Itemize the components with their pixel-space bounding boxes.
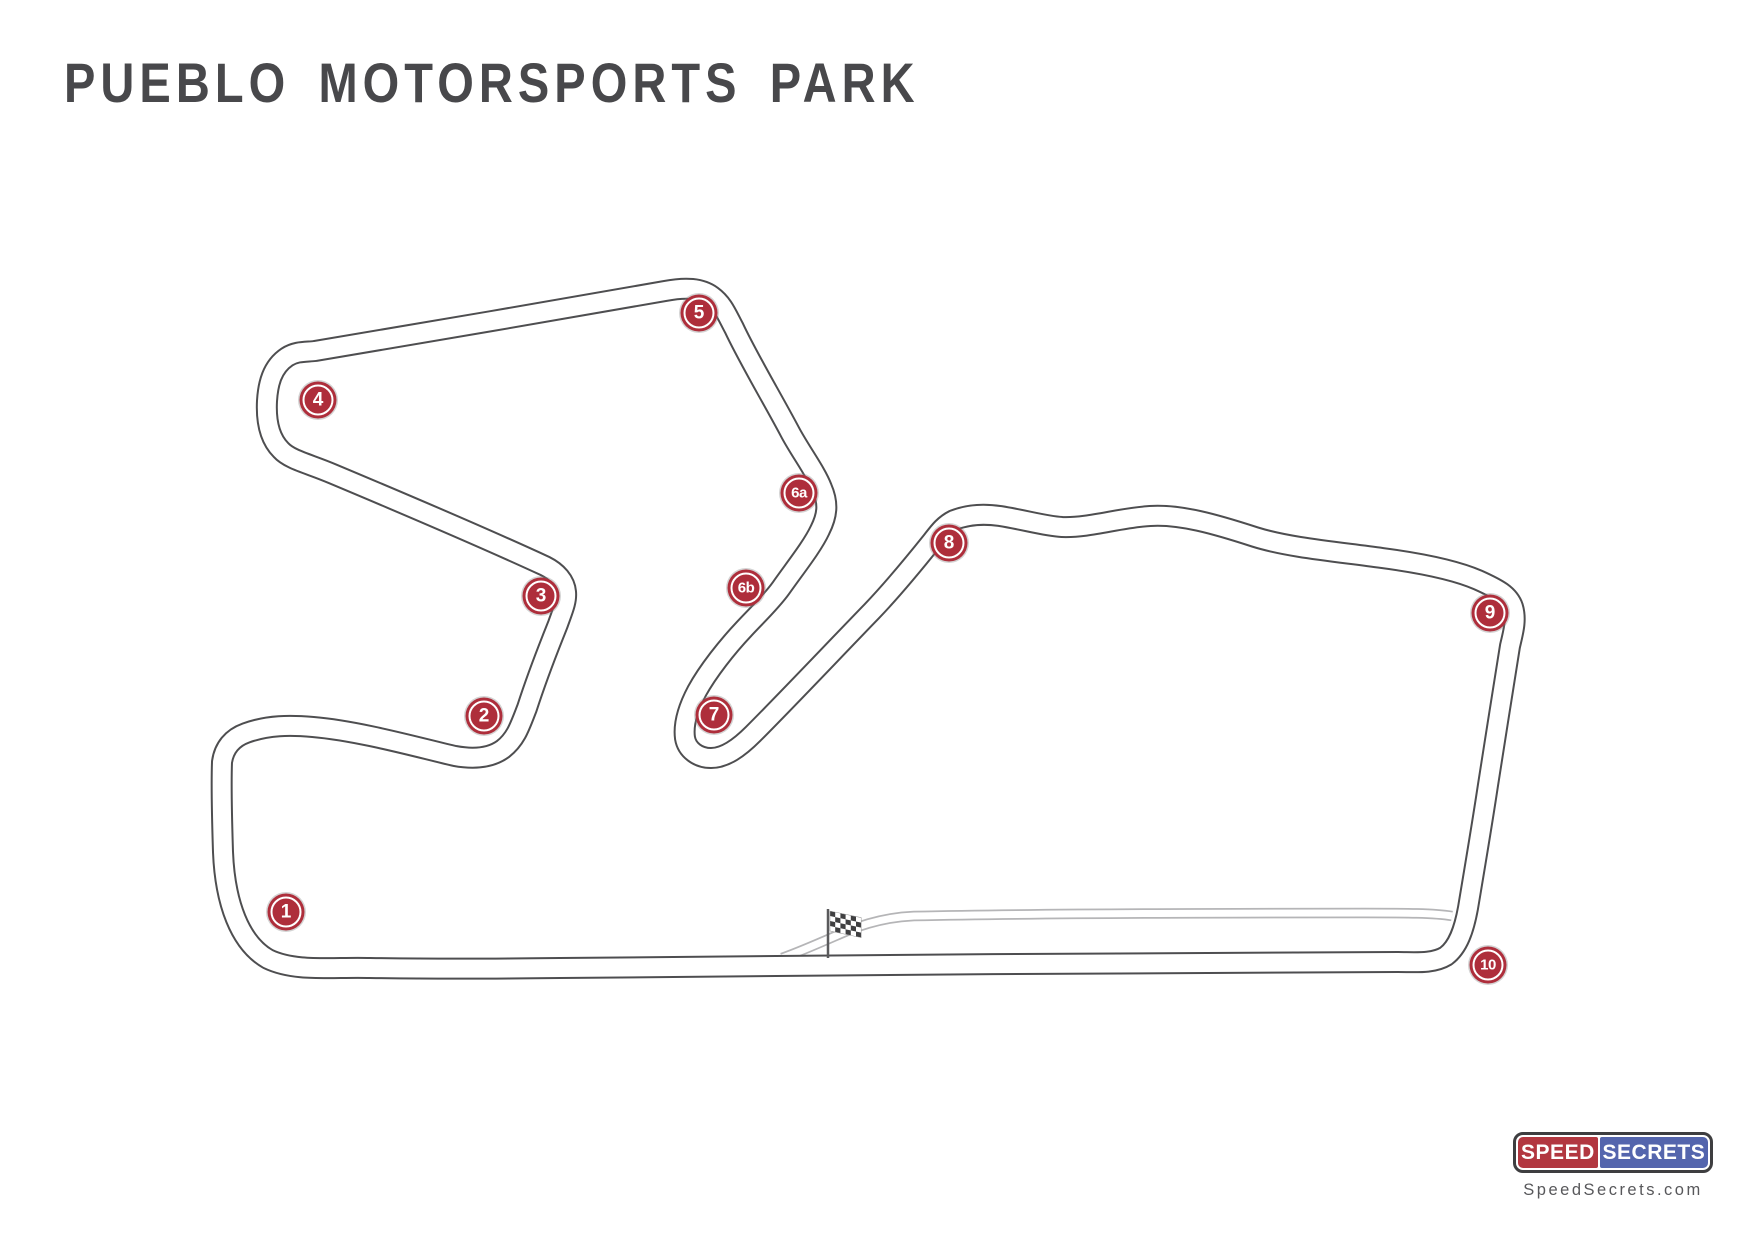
turn-marker-2: 2 — [468, 700, 500, 732]
turn-marker-7: 7 — [698, 699, 730, 731]
logo-speed-panel: SPEED — [1518, 1137, 1598, 1168]
speed-secrets-logo: SPEED SECRETS — [1513, 1132, 1713, 1173]
track-surface — [212, 279, 1524, 978]
turn-marker-label: 6b — [737, 579, 755, 597]
turn-marker-8: 8 — [933, 527, 965, 559]
turn-marker-5: 5 — [683, 297, 715, 329]
turn-marker-label: 1 — [280, 901, 292, 923]
turn-marker-10: 10 — [1472, 949, 1504, 981]
turn-marker-6b: 6b — [730, 572, 762, 604]
turn-marker-6a: 6a — [783, 477, 815, 509]
turn-marker-label: 6a — [791, 484, 807, 502]
page-title: PUEBLO MOTORSPORTS PARK — [64, 51, 920, 114]
turn-marker-1: 1 — [270, 896, 302, 928]
logo-secrets-panel: SECRETS — [1599, 1137, 1708, 1168]
track-outline — [210, 277, 1526, 980]
turn-marker-3: 3 — [525, 580, 557, 612]
start-finish-flag — [826, 909, 862, 958]
turn-marker-label: 4 — [312, 389, 324, 411]
turn-marker-label: 5 — [693, 302, 705, 324]
turn-marker-label: 9 — [1484, 602, 1496, 624]
turn-marker-label: 7 — [708, 704, 720, 726]
turn-marker-label: 10 — [1480, 956, 1496, 974]
flag-checker — [829, 910, 862, 938]
turn-marker-label: 2 — [478, 705, 490, 727]
turn-marker-9: 9 — [1474, 597, 1506, 629]
turn-marker-label: 3 — [535, 585, 547, 607]
turn-marker-4: 4 — [302, 384, 334, 416]
turn-marker-label: 8 — [943, 532, 955, 554]
website-url: SpeedSecrets.com — [1523, 1181, 1703, 1199]
